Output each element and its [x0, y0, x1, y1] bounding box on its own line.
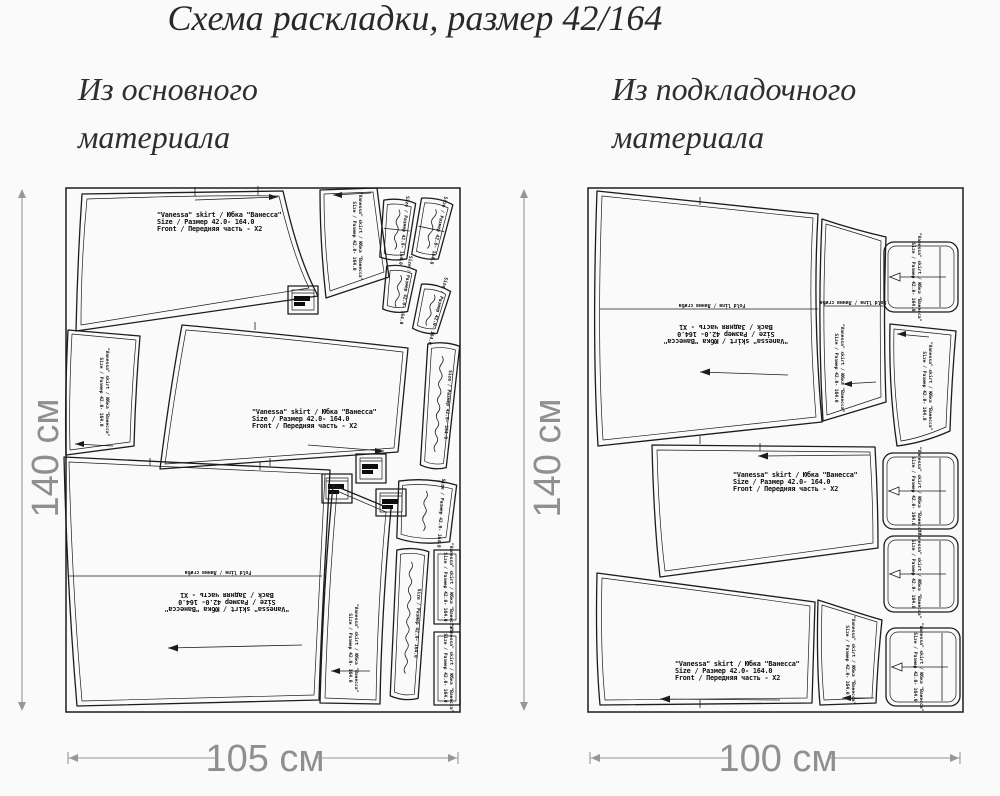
piece-label: Size / Размер 42.0- 164.0 — [157, 218, 254, 226]
piece-label: Size / Размер 42.0- 164.0 — [733, 478, 830, 486]
piece-label-small: Size / Размер 42.0- 164.0 — [910, 242, 916, 311]
fold-line-label: Fold line / Линия сгиба — [820, 299, 887, 306]
piece-label: Back / Задняя часть - X1 — [180, 591, 274, 599]
pattern-piece-waistband-d: Size / Размер 42.0- 164.0 — [411, 277, 452, 346]
small-square-piece — [355, 453, 387, 484]
small-square-piece — [287, 285, 319, 315]
piece-label-small: "Vanessa" skirt / Юбка "Ванесса" — [916, 447, 923, 536]
pattern-piece-pocket: "Vanessa" skirt / Юбка "Ванесса" Size / … — [883, 233, 959, 322]
main-height-label: 140 см — [25, 398, 67, 517]
piece-label: Front / Передняя часть - X2 — [252, 422, 357, 430]
piece-label-small: "Vanessa" skirt / Юбка "Ванесса" — [357, 192, 364, 281]
pattern-piece-loop-strip: "Vanessa" skirt / Юбка "Ванесса" Size / … — [433, 543, 461, 632]
lining-height-label: 140 см — [527, 398, 569, 517]
piece-label: Size / Размер 42.0- 164.0 — [178, 598, 275, 606]
pattern-piece-lining-side-bottom: "Vanessa" skirt / Юбка "Ванесса" Size / … — [816, 599, 883, 706]
page-title: Схема раскладки, размер 42/164 — [168, 0, 663, 38]
piece-label-small: Size / Размер 42.0- 164.0 — [833, 333, 839, 402]
pattern-piece-lining-front-bottom: "Vanessa" skirt / Юбка "Ванесса" Size / … — [595, 572, 816, 708]
grainline-arrow — [269, 194, 278, 200]
piece-label: "Vanessa" skirt / Юбка "Ванесса" — [165, 605, 290, 613]
main-height-dimension: 140 см — [18, 189, 67, 711]
piece-label-small: Size / Размер 42.0- 164.0 — [921, 351, 927, 420]
main-fabric-section: 140 см 105 см "Vanessa" skirt / Юбка "Ва… — [18, 186, 461, 780]
piece-label-small: "Vanessa" skirt / Юбка "Ванесса" — [353, 604, 360, 693]
main-fabric-border — [65, 187, 461, 713]
pattern-piece-lining-side-top: Fold line / Линия сгиба "Vanessa" skirt … — [819, 218, 887, 422]
main-width-label: 105 см — [205, 738, 324, 780]
pattern-piece-pocket-flap: "Vanessa" skirt / Юбка "Ванесса" Size / … — [889, 323, 957, 447]
piece-label: "Vanessa" skirt / Юбка "Ванесса" — [252, 408, 377, 416]
pattern-piece-loop-strip: "Vanessa" skirt / Юбка "Ванесса" Size / … — [433, 624, 461, 713]
lining-fabric-section: 140 см 100 см Fold line / Линия сгиба "V… — [520, 187, 964, 780]
piece-label: Size / Размер 42.0- 164.0 — [677, 330, 774, 338]
pattern-piece-belt-strip: Size / Размер 42.0- 164.0 — [419, 342, 461, 470]
pattern-piece-lining-back: Fold line / Линия сгиба "Vanessa" skirt … — [593, 190, 823, 447]
pattern-piece-side-top: "Vanessa" skirt / Юбка "Ванесса" Size / … — [319, 187, 390, 299]
pattern-piece-back: Fold line / Линия сгиба "Vanessa" skirt … — [63, 456, 331, 707]
piece-label-small: Size / Размер 42.0- 164.0 — [442, 552, 448, 621]
fold-line-label: Fold line / Линия сгиба — [185, 569, 252, 576]
piece-label-small: Size / Размер 42.0- 164.0 — [435, 478, 446, 548]
small-square-piece — [321, 473, 353, 504]
pattern-piece-waistband-e: Size / Размер 42.0- 164.0 — [396, 478, 458, 548]
pattern-piece-pocket: "Vanessa" skirt / Юбка "Ванесса" Size / … — [885, 623, 961, 712]
main-width-dimension: 105 см — [67, 738, 459, 780]
lining-material-subtitle-line1: Из подкладочного — [611, 71, 856, 107]
piece-label-small: Size / Размер 42.0- 164.0 — [442, 633, 448, 702]
piece-label: Front / Передняя часть - X2 — [675, 674, 780, 682]
lining-fabric-border — [587, 187, 964, 713]
lining-width-label: 100 см — [718, 738, 837, 780]
piece-label: Front / Передняя часть - X2 — [157, 225, 262, 233]
pattern-piece-front-top: "Vanessa" skirt / Юбка "Ванесса" Size / … — [75, 186, 319, 332]
piece-label-small: Size / Размер 42.0- 164.0 — [351, 201, 357, 270]
piece-label-small: Size / Размер 42.0- 164.0 — [426, 277, 449, 346]
fold-line-label: Fold line / Линия сгиба — [679, 302, 746, 309]
piece-label-small: "Vanessa" skirt / Юбка "Ванесса" — [104, 348, 111, 437]
piece-label-small: "Vanessa" skirt / Юбка "Ванесса" — [839, 324, 846, 413]
piece-label: Size / Размер 42.0- 164.0 — [675, 667, 772, 675]
piece-label-small: Size / Размер 42.0- 164.0 — [98, 357, 104, 426]
pattern-piece-belt-strip-bottom: Size / Размер 42.0- 164.0 — [389, 547, 430, 701]
piece-label-small: "Vanessa" skirt / Юбка "Ванесса" — [918, 623, 925, 712]
piece-label-small: "Vanessa" skirt / Юбка "Ванесса" — [927, 342, 934, 431]
piece-label: "Vanessa" skirt / Юбка "Ванесса" — [675, 660, 800, 668]
piece-label-small: "Vanessa" skirt / Юбка "Ванесса" — [850, 616, 857, 705]
piece-label: Size / Размер 42.0- 164.0 — [252, 415, 349, 423]
piece-label-small: Size / Размер 42.0- 164.0 — [912, 632, 918, 701]
piece-label-small: "Vanessa" skirt / Юбка "Ванесса" — [448, 543, 455, 632]
piece-label-small: "Vanessa" skirt / Юбка "Ванесса" — [448, 624, 455, 713]
piece-label-small: Size / Размер 42.0- 164.0 — [910, 539, 916, 608]
pattern-piece-lining-front-middle: "Vanessa" skirt / Юбка "Ванесса" Size / … — [651, 443, 879, 578]
piece-label: "Vanessa" skirt / Юбка "Ванесса" — [664, 337, 789, 345]
piece-label-small: Size / Размер 42.0- 164.0 — [910, 456, 916, 525]
lining-material-subtitle-line2: материала — [611, 119, 764, 155]
lining-width-dimension: 100 см — [589, 738, 961, 780]
piece-label: Back / Задняя часть - X1 — [679, 323, 773, 331]
piece-label-small: Size / Размер 42.0- 164.0 — [442, 370, 453, 440]
pattern-piece-pocket: "Vanessa" skirt / Юбка "Ванесса" Size / … — [882, 447, 959, 536]
piece-label-small: "Vanessa" skirt / Юбка "Ванесса" — [916, 530, 923, 619]
pattern-piece-yoke-left: "Vanessa" skirt / Юбка "Ванесса" Size / … — [64, 329, 141, 456]
piece-label-small: Size / Размер 42.0- 164.0 — [412, 589, 422, 659]
pattern-piece-front-middle: "Vanessa" skirt / Юбка "Ванесса" Size / … — [159, 322, 409, 470]
piece-label: Front / Передняя часть - X2 — [733, 485, 838, 493]
piece-label-small: Size / Размер 42.0- 164.0 — [347, 613, 353, 682]
pattern-piece-pocket: "Vanessa" skirt / Юбка "Ванесса" Size / … — [883, 530, 959, 619]
main-material-subtitle-line1: Из основного — [77, 71, 258, 107]
piece-label: "Vanessa" skirt / Юбка "Ванесса" — [733, 471, 858, 479]
main-material-subtitle-line2: материала — [77, 119, 230, 155]
lining-height-dimension: 140 см — [520, 189, 569, 711]
piece-label-small: "Vanessa" skirt / Юбка "Ванесса" — [916, 233, 923, 322]
piece-label: "Vanessa" skirt / Юбка "Ванесса" — [157, 211, 282, 219]
pattern-piece-side-bottom: "Vanessa" skirt / Юбка "Ванесса" Size / … — [319, 484, 392, 705]
piece-label-small: Size / Размер 42.0- 164.0 — [844, 625, 850, 694]
